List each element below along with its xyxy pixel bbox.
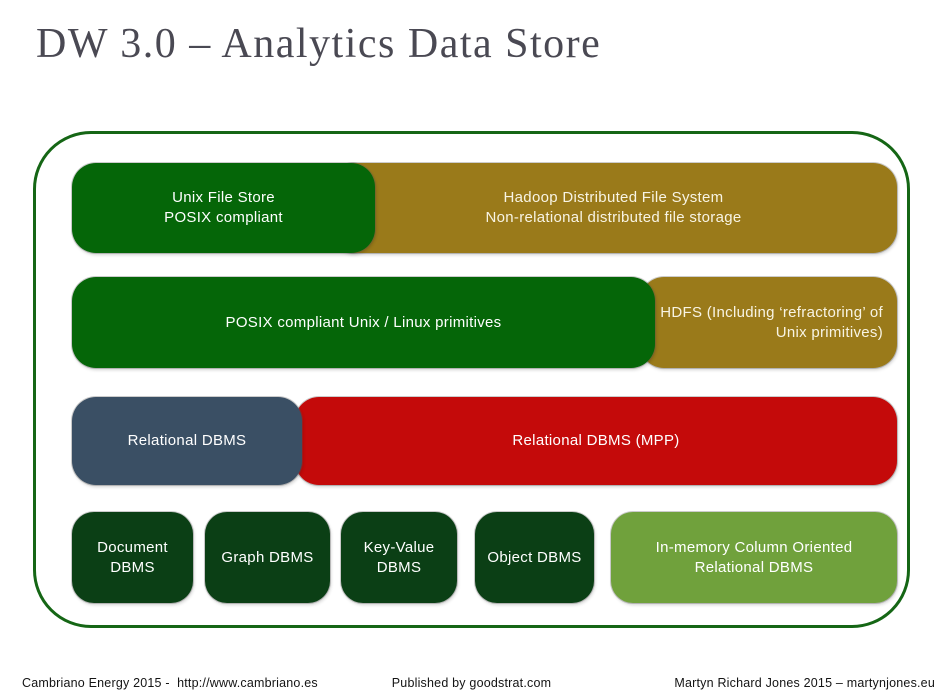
footer-cambriano-credit: Cambriano Energy 2015 - http://www.cambr… <box>22 676 318 690</box>
object-dbms-box: Object DBMS <box>475 512 594 603</box>
page-title: DW 3.0 – Analytics Data Store <box>36 21 602 67</box>
in-memory-column-oriented-dbms-box: In-memory Column Oriented Relational DBM… <box>611 512 897 603</box>
unix-file-store-box: Unix File Store POSIX compliant <box>72 163 375 253</box>
relational-dbms-box: Relational DBMS <box>72 397 302 485</box>
hdfs-refactoring-box: HDFS (Including ‘refractoring’ of Unix p… <box>640 277 897 368</box>
relational-dbms-mpp-box: Relational DBMS (MPP) <box>295 397 897 485</box>
footer: Cambriano Energy 2015 - http://www.cambr… <box>0 672 943 698</box>
analytics-data-store-frame <box>33 131 910 628</box>
hadoop-distributed-file-system-box: Hadoop Distributed File System Non-relat… <box>330 163 897 253</box>
posix-unix-linux-primitives-box: POSIX compliant Unix / Linux primitives <box>72 277 655 368</box>
document-dbms-box: Document DBMS <box>72 512 193 603</box>
footer-author-credit: Martyn Richard Jones 2015 – martynjones.… <box>674 676 935 690</box>
footer-published-by: Published by goodstrat.com <box>391 676 552 690</box>
key-value-dbms-box: Key-Value DBMS <box>341 512 457 603</box>
graph-dbms-box: Graph DBMS <box>205 512 330 603</box>
